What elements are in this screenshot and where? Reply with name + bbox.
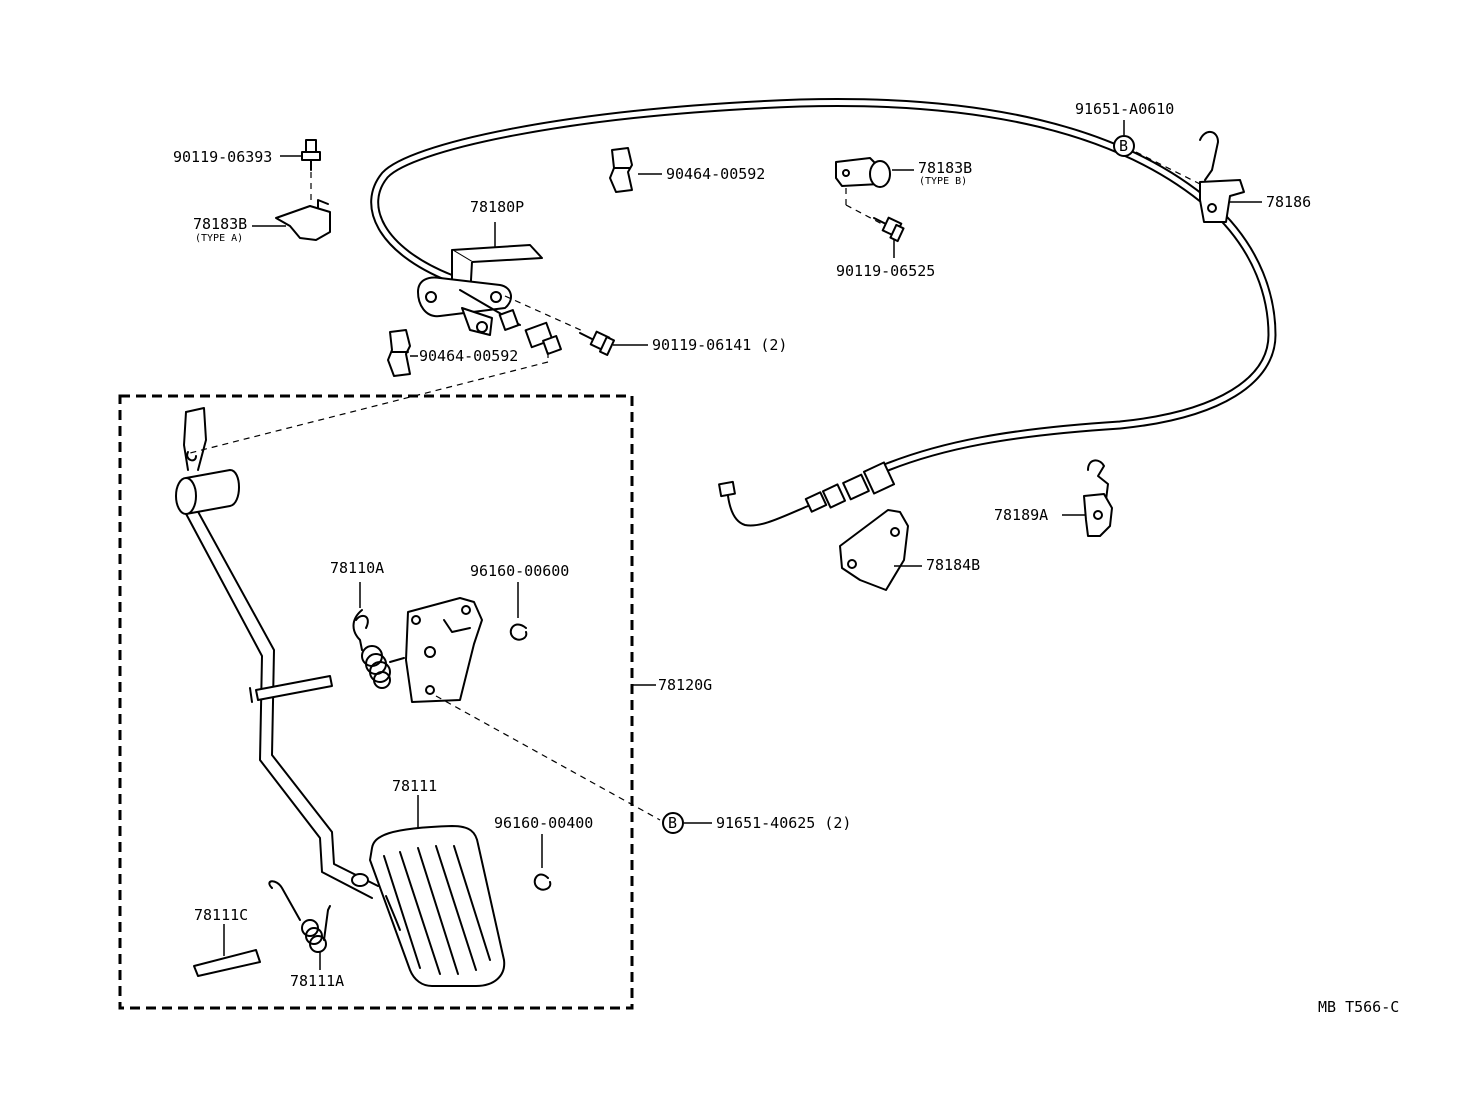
dash-to-78186 — [1135, 151, 1201, 185]
pedal-arm — [175, 407, 379, 899]
drawing-code: MB T566-C — [1318, 998, 1399, 1016]
label-96160-00400: 96160-00400 — [494, 814, 593, 832]
label-96160-00600: 96160-00600 — [470, 562, 569, 580]
marker-b-bottom — [662, 812, 684, 834]
pivot-shaft — [249, 675, 333, 703]
label-78186: 78186 — [1266, 193, 1311, 211]
pedal-assembly-boundary — [118, 394, 634, 1010]
bolt-90119-06393 — [280, 139, 321, 205]
label-90119-06525: 90119-06525 — [836, 262, 935, 280]
pin-78111c — [193, 924, 261, 977]
marker-b-bottom-letter: B — [668, 814, 677, 832]
spring-78111a — [268, 880, 331, 970]
clip-78186 — [1199, 131, 1262, 223]
label-type-a: (TYPE A) — [195, 233, 243, 244]
label-91651-a0610: 91651-A0610 — [1075, 100, 1174, 118]
label-90464-00592-left: 90464-00592 — [419, 347, 518, 365]
label-91651-40625: 91651-40625 (2) — [716, 814, 851, 832]
label-78110a: 78110A — [330, 559, 384, 577]
label-90464-00592-top: 90464-00592 — [666, 165, 765, 183]
spring-78110a — [352, 582, 405, 689]
label-90119-06393: 90119-06393 — [173, 148, 272, 166]
label-78111c: 78111C — [194, 906, 248, 924]
bolt-90119-06525 — [873, 216, 905, 258]
label-78180p: 78180P — [470, 198, 524, 216]
clip-78189a — [1062, 459, 1113, 537]
e-ring-96160-00600 — [509, 623, 528, 641]
label-78111: 78111 — [392, 777, 437, 795]
bracket-78180p — [417, 222, 543, 336]
accelerator-cable — [370, 98, 1277, 527]
label-78111a: 78111A — [290, 972, 344, 990]
e-ring-96160-00400 — [533, 873, 552, 891]
bracket-78183b-type-a — [252, 199, 331, 241]
label-78189a: 78189A — [994, 506, 1048, 524]
marker-b-top-letter: B — [1119, 137, 1128, 155]
marker-b-top — [1113, 135, 1135, 157]
clip-90464-00592-left — [387, 329, 418, 377]
label-78184b: 78184B — [926, 556, 980, 574]
mounting-plate — [405, 597, 661, 821]
bolt-90119-06141 — [579, 330, 648, 356]
bushing-assembly — [189, 295, 586, 454]
label-90119-06141: 90119-06141 (2) — [652, 336, 787, 354]
bracket-78183b-type-b — [835, 157, 914, 225]
pedal-pad-78111 — [369, 795, 506, 987]
clip-90464-00592-top — [609, 147, 662, 193]
label-type-b: (TYPE B) — [919, 176, 967, 187]
label-78183b-type-a: 78183B — [193, 215, 247, 233]
bracket-78184b — [839, 509, 922, 591]
label-78183b-type-b: 78183B — [918, 159, 972, 177]
label-78120g: 78120G — [658, 676, 712, 694]
